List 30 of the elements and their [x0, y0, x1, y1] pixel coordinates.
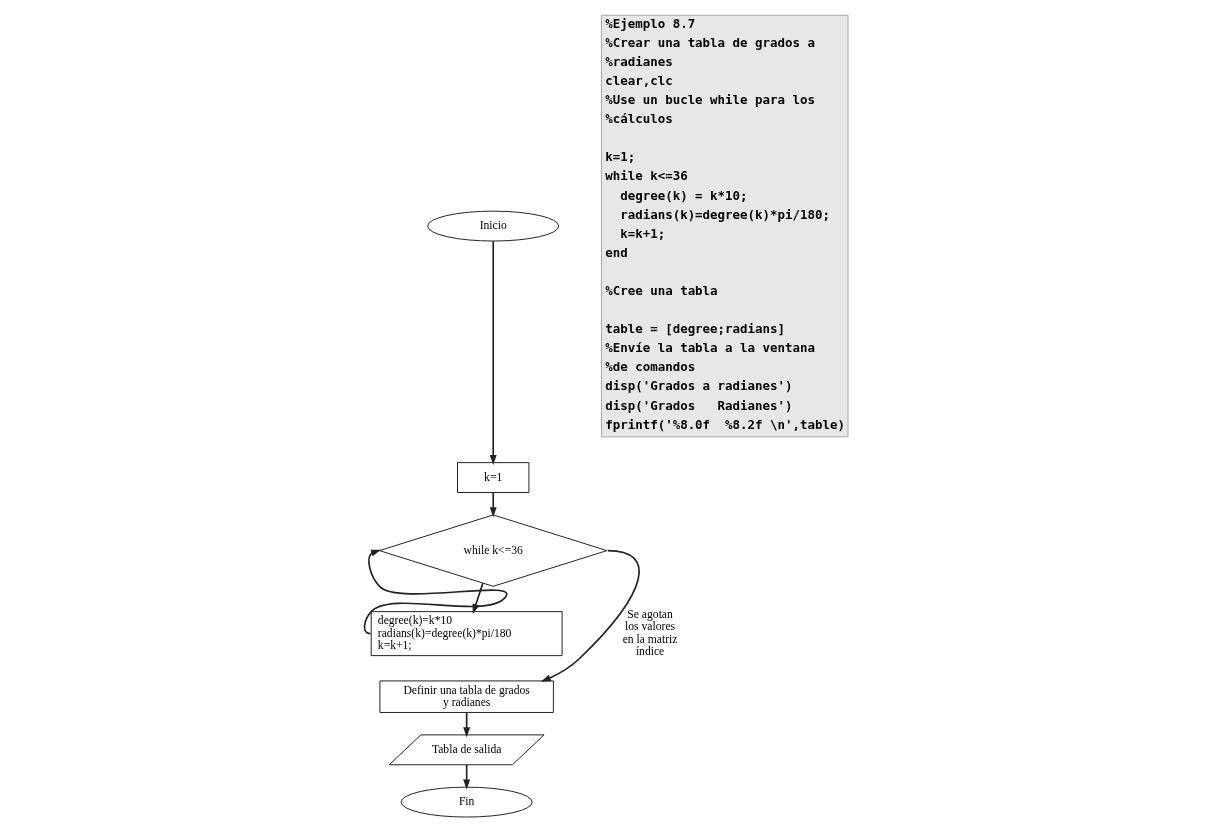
label: %Envíe la tabla a la ventana: [604, 340, 815, 356]
label: %Crear una tabla de grados a: [604, 34, 815, 50]
label: %de comandos: [604, 359, 695, 375]
label: %radianes: [604, 53, 673, 69]
label: disp('Grados Radianes'): [604, 397, 792, 413]
node-ellipse: Inicio: [426, 210, 559, 242]
arrow: [540, 549, 640, 682]
node-ellipse: Fin: [400, 786, 533, 818]
label: end: [604, 244, 628, 260]
label: k=1;: [604, 149, 635, 165]
edge-label: Se agotan los valores en la matriz índice: [622, 608, 677, 659]
label: k=k+1;: [619, 225, 665, 241]
arrow: [489, 240, 497, 465]
label: while k<=36: [604, 168, 688, 184]
label: %Use un bucle while para los: [604, 92, 815, 108]
node-box: k=1: [456, 462, 529, 493]
label: disp('Grados a radianes'): [604, 378, 792, 394]
label: degree(k) = k*10;: [619, 187, 748, 203]
arrow: [489, 492, 497, 518]
node-box: degree(k)=k*10 radians(k)=degree(k)*pi/180 k=k+1;: [370, 611, 563, 657]
label: radians(k)=degree(k)*pi/180;: [619, 206, 830, 222]
label: fprintf('%8.0f %8.2f \n',table): [604, 416, 845, 432]
arrow: [363, 549, 507, 635]
label: %Cree una tabla: [604, 282, 718, 298]
label: %Ejemplo 8.7: [604, 15, 695, 31]
node-diamond: while k<=36: [378, 514, 607, 587]
label: %cálculos: [604, 111, 673, 127]
label: clear,clc: [604, 72, 673, 88]
node-box: Definir una tabla de grados y radianes: [378, 680, 554, 713]
label: table = [degree;radians]: [604, 321, 785, 337]
